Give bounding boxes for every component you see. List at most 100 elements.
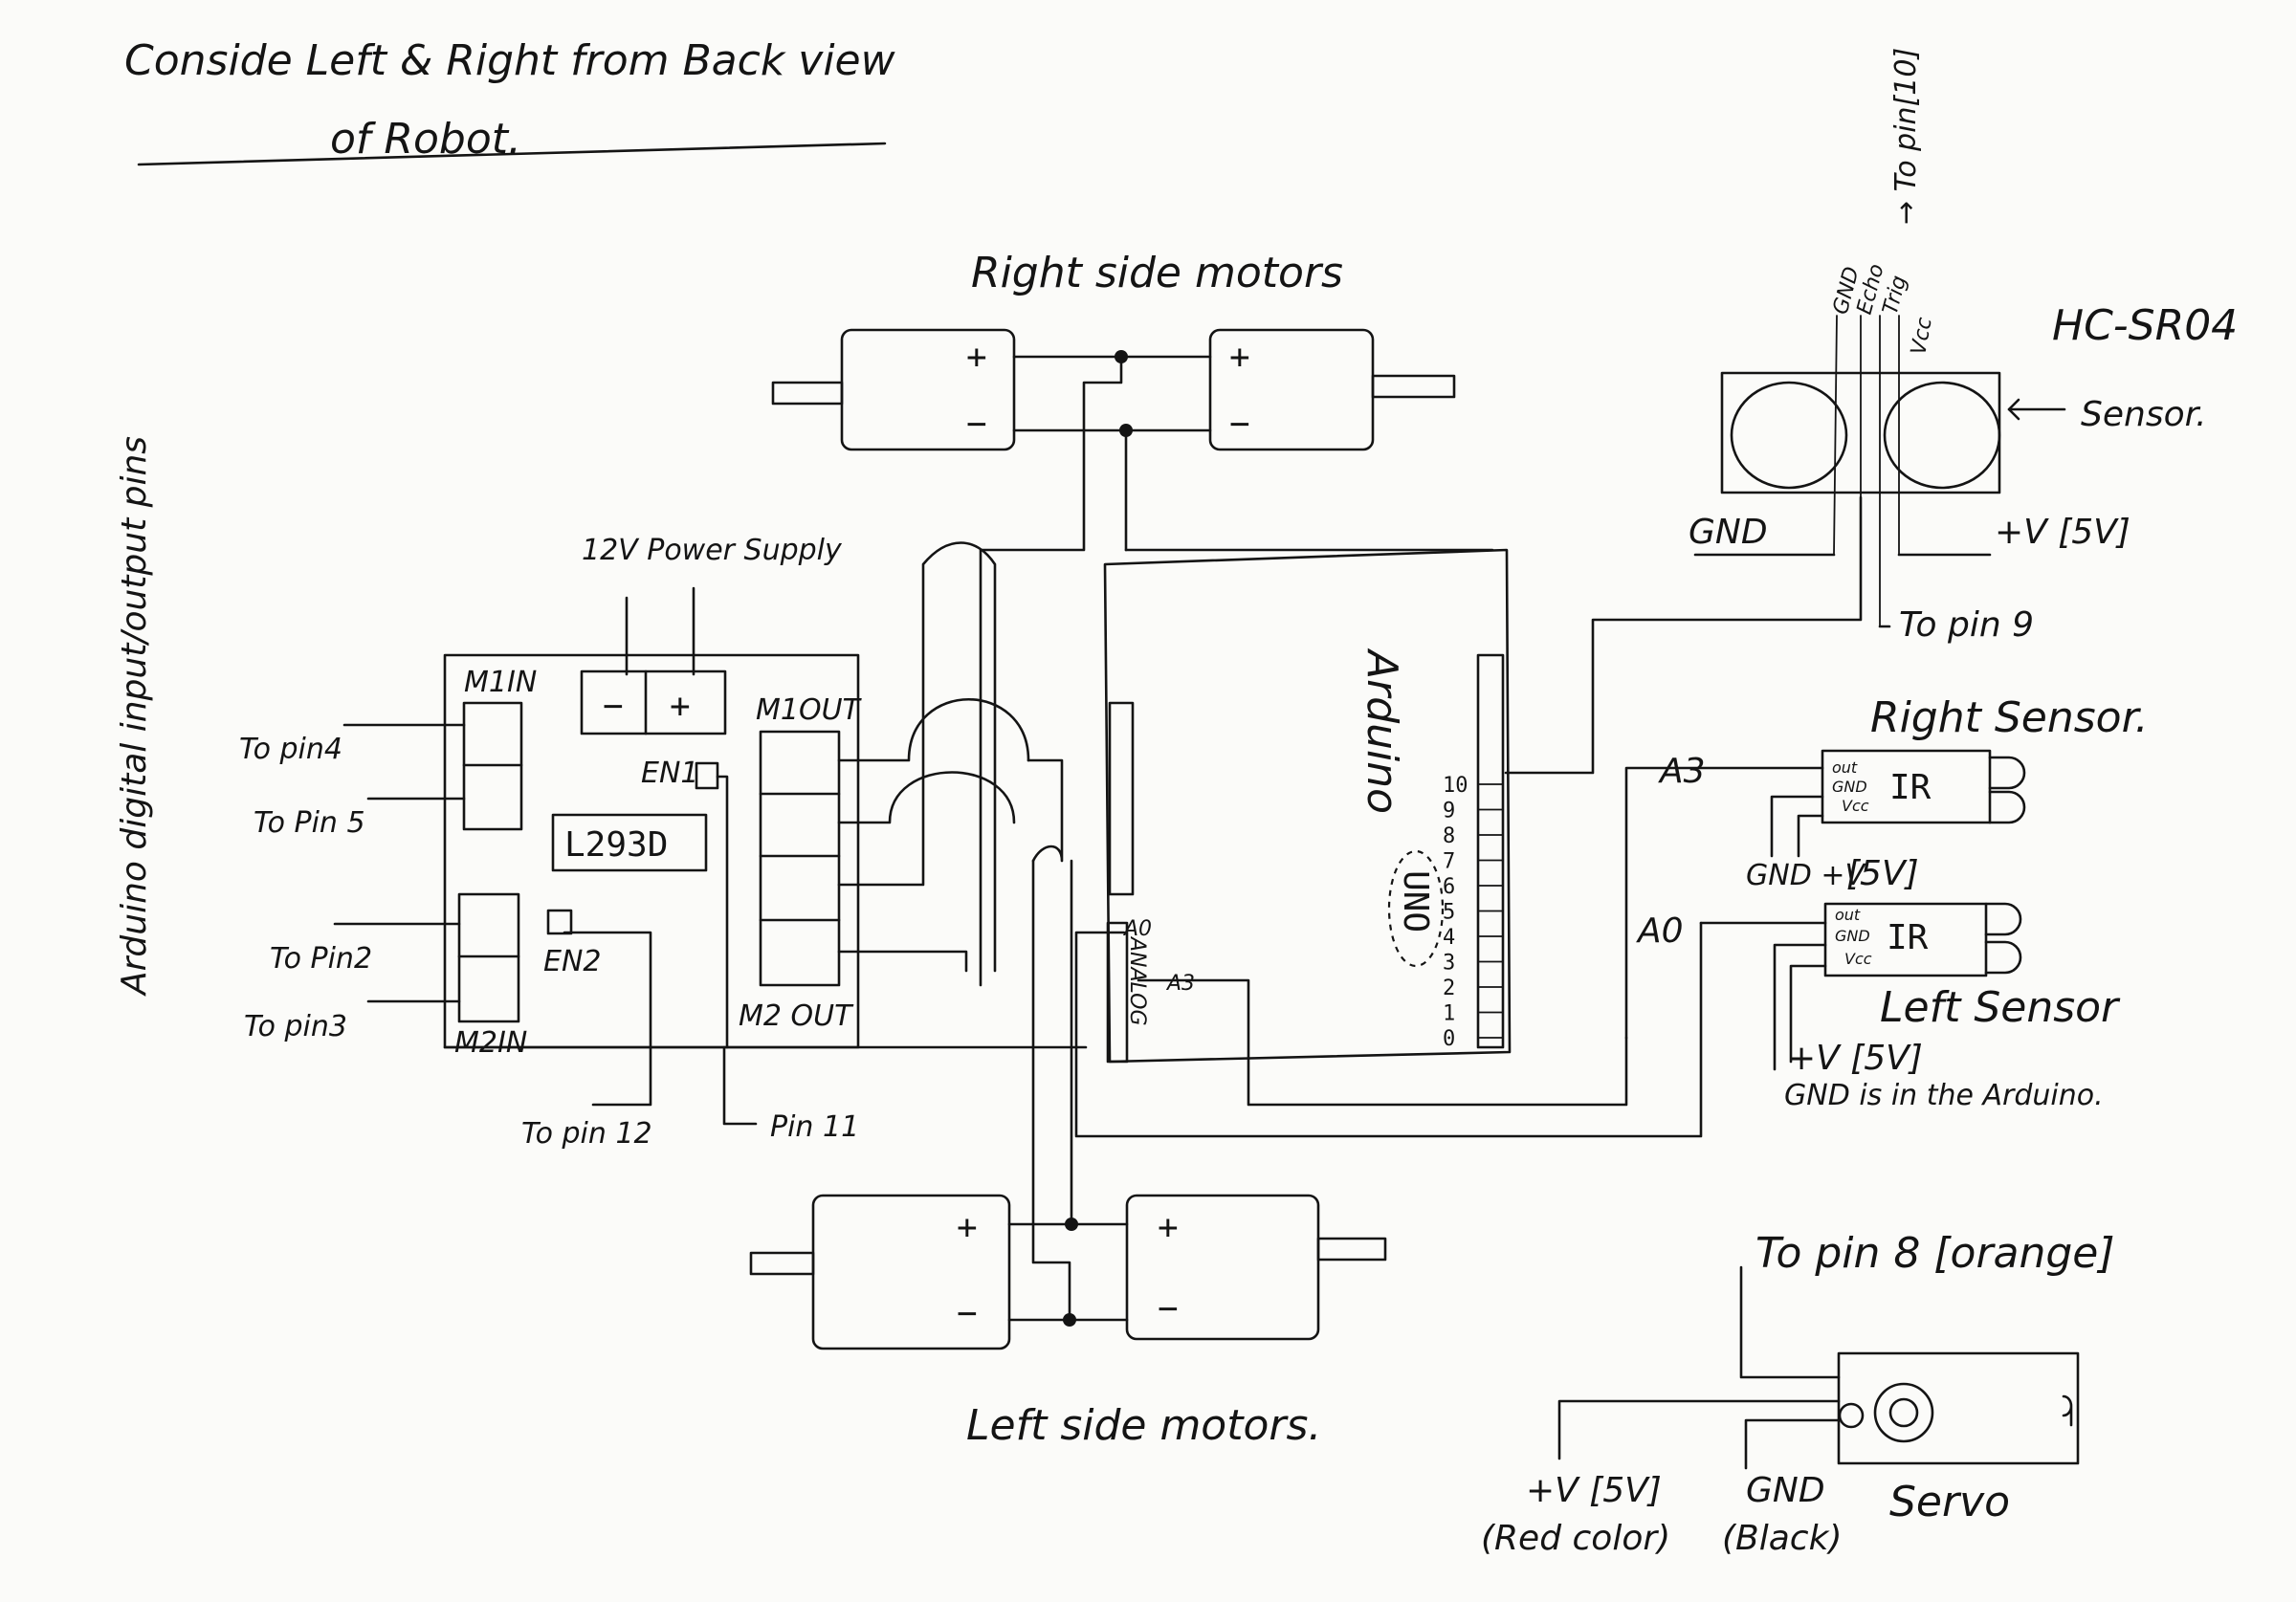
right-motor-1: + − xyxy=(771,328,1016,451)
m2out-label: M2 OUT xyxy=(739,999,854,1033)
hc-vplus-label: +V [5V] xyxy=(1995,513,2130,552)
hc-sr04-wires xyxy=(1504,495,1992,775)
digital-pin-label-8: 8 xyxy=(1443,824,1455,848)
left-motor-wiring xyxy=(1007,859,1129,1327)
digital-pin-label-0: 0 xyxy=(1443,1027,1455,1051)
en2-label: EN2 xyxy=(543,945,601,978)
hc-sr04-sensor: GND Echo Trig Vcc → To pin[10] HC-SR04 S… xyxy=(1720,48,2238,627)
ir-left-body xyxy=(1823,902,1988,977)
uno-oval xyxy=(1387,849,1445,968)
pin11-label: Pin 11 xyxy=(770,1110,859,1144)
hc-sr04-eye-right xyxy=(1883,381,2001,490)
servo xyxy=(1837,1351,2080,1465)
power-supply-label: 12V Power Supply xyxy=(582,534,843,567)
ir-right-out: out xyxy=(1832,758,1858,777)
note-underline xyxy=(137,142,887,166)
gnd-note: GND is in the Arduino. xyxy=(1784,1079,2104,1112)
digital-pin-label-4: 4 xyxy=(1443,926,1455,950)
ir-right-body xyxy=(1821,749,1992,824)
right-motors-title: Right side motors xyxy=(971,249,1343,297)
sensor-label: Sensor. xyxy=(2081,395,2207,434)
l293d-chip xyxy=(551,813,708,872)
en1-label: EN1 xyxy=(641,757,698,790)
ir-left-gnd: GND xyxy=(1835,927,1870,945)
ir-left-v5: +V [5V] xyxy=(1787,1039,1923,1078)
servo-wires xyxy=(1557,1265,1841,1470)
driver-input-wires xyxy=(333,723,1088,1126)
left-sensor-title: Left Sensor xyxy=(1880,983,2121,1032)
ir-sensor-right: IR out GND Vcc xyxy=(1821,749,2026,824)
arduino-analog-header xyxy=(1106,921,1129,1064)
to-pin2-label: To Pin2 xyxy=(270,942,372,976)
left-motor-1-minus: − xyxy=(957,1294,978,1333)
left-motor-1: + − xyxy=(749,1194,1011,1350)
left-motor-2: + − xyxy=(1125,1194,1387,1341)
digital-pin-label-6: 6 xyxy=(1443,875,1455,899)
servo-connector xyxy=(1838,1402,1865,1429)
servo-black: (Black) xyxy=(1722,1519,1843,1558)
ir-right-vcc: Vcc xyxy=(1842,797,1869,815)
ir-left-a0: A0 xyxy=(1636,911,1684,951)
hc-gnd-label: GND xyxy=(1689,513,1768,552)
hc-vcc-pin: Vcc xyxy=(1907,316,1936,357)
servo-gnd: GND xyxy=(1746,1471,1825,1510)
to-pin4-label: To pin4 xyxy=(239,733,342,766)
arduino-a0-label: A0 xyxy=(1122,917,1152,941)
arduino-header-left xyxy=(1108,701,1135,896)
m1out-label: M1OUT xyxy=(756,693,863,727)
uno-label: UNO xyxy=(1396,870,1435,933)
en1-jumper xyxy=(695,761,719,790)
digital-pin-label-2: 2 xyxy=(1443,977,1455,1000)
analog-wires xyxy=(1074,921,1703,1138)
digital-pin-label-5: 5 xyxy=(1443,901,1455,925)
to-pin9-label: To pin 9 xyxy=(1899,605,2034,645)
digital-pin-label-7: 7 xyxy=(1443,850,1455,874)
digital-pin-label-9: 9 xyxy=(1443,800,1455,823)
digital-pin-label-10: 10 xyxy=(1443,774,1468,798)
digital-pin-label-3: 3 xyxy=(1443,952,1455,976)
power-terminal-plus: + xyxy=(670,687,691,726)
l293d-board: M1IN M1OUT M2IN M2 OUT − + L293D EN1 EN2 xyxy=(443,653,863,1060)
arduino-a3-label: A3 xyxy=(1165,972,1195,996)
to-pin12-label: To pin 12 xyxy=(521,1117,652,1151)
m1in-label: M1IN xyxy=(464,666,537,699)
arduino-digital-header xyxy=(1476,653,1505,1049)
ir-right-gnd-v: GND +V xyxy=(1746,859,1866,892)
out-terminal xyxy=(759,730,841,987)
servo-title: Servo xyxy=(1889,1478,2010,1526)
servo-vplus: +V [5V] xyxy=(1526,1471,1662,1510)
servo-red: (Red color) xyxy=(1481,1519,1670,1558)
power-terminal-minus: − xyxy=(603,687,624,726)
m2in-terminal xyxy=(457,892,520,1023)
servo-horn-inner xyxy=(1888,1397,1919,1428)
en2-jumper xyxy=(546,909,573,935)
power-terminal xyxy=(580,669,727,735)
right-motor-1-minus: − xyxy=(966,405,987,444)
right-motor-2-plus: + xyxy=(1229,338,1250,377)
left-motor-2-plus: + xyxy=(1158,1208,1179,1247)
l293d-chip-label: L293D xyxy=(564,825,668,865)
right-motor-2: + − xyxy=(1208,328,1456,451)
to-pin5-label: To Pin 5 xyxy=(254,806,365,840)
ir-right-label: IR xyxy=(1889,768,1932,807)
servo-to-pin8: To pin 8 [orange] xyxy=(1755,1229,2115,1278)
ir-left-vcc: Vcc xyxy=(1844,950,1872,968)
right-motor-1-plus: + xyxy=(966,338,987,377)
left-motor-2-minus: − xyxy=(1158,1289,1179,1328)
hc-sr04-eye-left xyxy=(1730,381,1848,490)
m2in-label: M2IN xyxy=(454,1026,527,1060)
to-pin3-label: To pin3 xyxy=(244,1010,347,1043)
ir-left-out: out xyxy=(1835,906,1861,924)
ir-right-wires xyxy=(1624,766,1824,1040)
servo-body xyxy=(1837,1351,2080,1465)
ir-sensor-left: IR out GND Vcc xyxy=(1823,902,2022,977)
right-motor-2-minus: − xyxy=(1229,405,1250,444)
left-motors-title: Left side motors. xyxy=(966,1401,1321,1450)
ir-left-wires xyxy=(1699,921,1827,1071)
motor-output-wires xyxy=(837,541,1064,973)
note-line-1: Conside Left & Right from Back view xyxy=(124,36,896,85)
